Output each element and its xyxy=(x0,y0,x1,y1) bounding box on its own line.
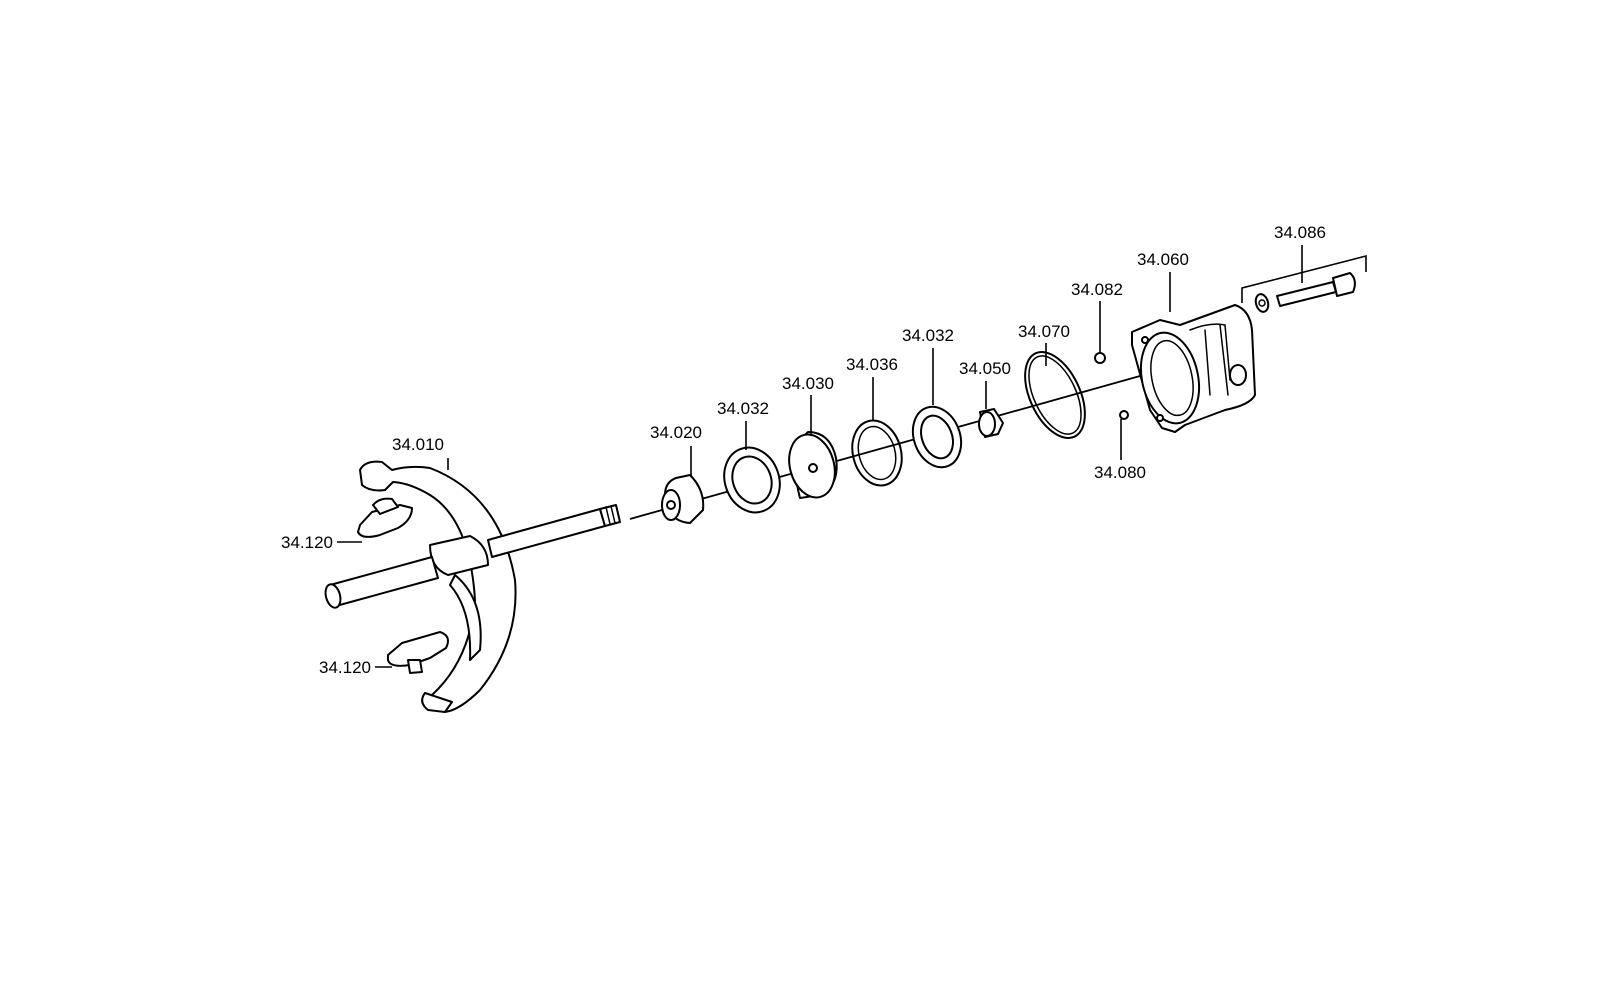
callout-34120-upper: 34.120 xyxy=(281,533,333,552)
ring-34032-right xyxy=(911,405,963,469)
bolt-34086 xyxy=(1241,254,1367,313)
shift-fork-34010 xyxy=(324,460,621,713)
callout-labels: 34.010 34.120 34.120 34.020 34.032 34.03… xyxy=(281,223,1326,677)
callout-34120-lower: 34.120 xyxy=(319,658,371,677)
leader-lines xyxy=(337,245,1303,668)
callout-34032-right: 34.032 xyxy=(902,326,954,345)
assembly-axis xyxy=(629,375,1141,520)
callout-34070: 34.070 xyxy=(1018,322,1070,341)
callout-34020: 34.020 xyxy=(650,423,702,442)
plug-34080 xyxy=(1119,410,1129,420)
callout-34080: 34.080 xyxy=(1094,463,1146,482)
callout-34032-left: 34.032 xyxy=(717,399,769,418)
callout-34082: 34.082 xyxy=(1071,280,1123,299)
callout-34050: 34.050 xyxy=(959,359,1011,378)
callout-34060: 34.060 xyxy=(1137,250,1189,269)
piston-34030 xyxy=(788,431,838,499)
callout-34036: 34.036 xyxy=(846,355,898,374)
cylinder-housing-34060 xyxy=(1131,304,1256,433)
callout-34030: 34.030 xyxy=(782,374,834,393)
nut-34050 xyxy=(978,408,1004,438)
callout-34010: 34.010 xyxy=(392,435,444,454)
cone-34020 xyxy=(661,474,705,524)
sliding-pad-34120-upper xyxy=(357,497,413,538)
ring-34032-left xyxy=(723,446,781,514)
callout-34086: 34.086 xyxy=(1274,223,1326,242)
snap-ring-34036 xyxy=(851,419,903,487)
o-ring-34070 xyxy=(1024,350,1086,440)
sliding-pad-34120-lower xyxy=(387,631,449,674)
plug-34082 xyxy=(1094,352,1106,364)
